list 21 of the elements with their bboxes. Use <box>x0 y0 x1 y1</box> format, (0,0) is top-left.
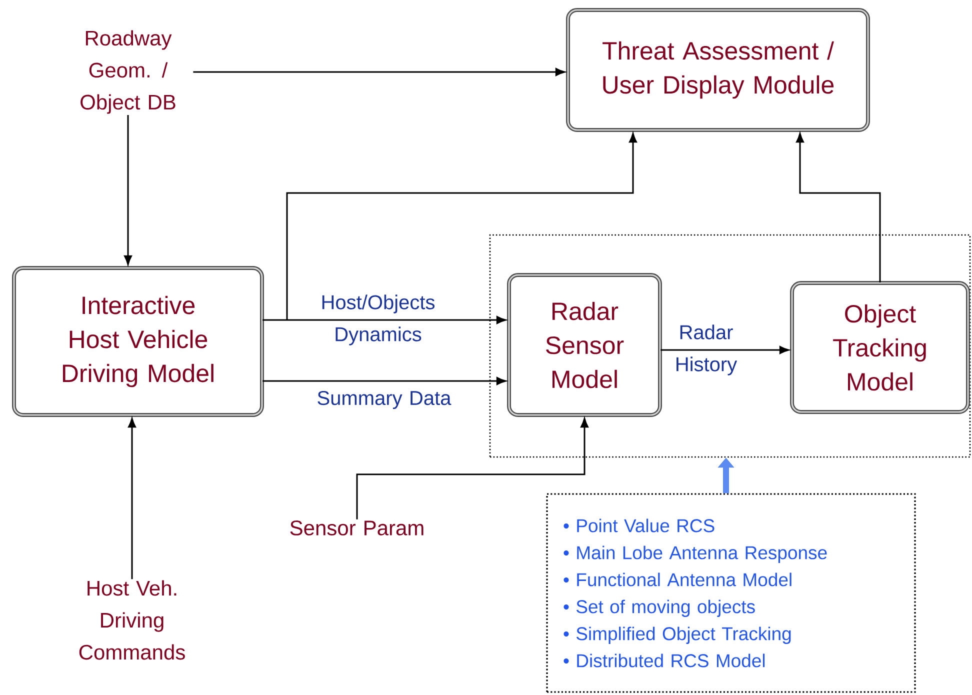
arrow <box>286 132 637 320</box>
input-label: Roadway Geom. / Object DB <box>80 30 176 114</box>
arrow <box>128 418 136 580</box>
process-box: Threat Assessment / User Display Module <box>566 8 870 132</box>
process-box: Radar Sensor Model <box>507 273 662 417</box>
arrow <box>193 68 566 76</box>
input-label: Host Veh. Driving Commands <box>79 580 185 660</box>
arrow <box>262 377 506 385</box>
input-label: Sensor Param <box>290 520 424 536</box>
arrow <box>356 418 588 520</box>
dotted-region <box>489 234 971 458</box>
arrow <box>660 346 790 354</box>
feature-list-box: • Point Value RCS • Main Lobe Antenna Response • Functional Antenna Model • Set of moving objects • Simplified Object Tracking • Distributed RCS Model <box>546 493 916 693</box>
edge-label: Summary Data <box>318 390 452 410</box>
arrow <box>287 316 506 324</box>
process-box: Object Tracking Model <box>790 281 970 414</box>
process-box: Interactive Host Vehicle Driving Model <box>12 266 264 417</box>
edge-label: Radar History <box>676 324 738 376</box>
arrow <box>124 114 132 266</box>
edge-label: Host/Objects Dynamics <box>322 294 434 346</box>
arrow <box>796 132 881 282</box>
